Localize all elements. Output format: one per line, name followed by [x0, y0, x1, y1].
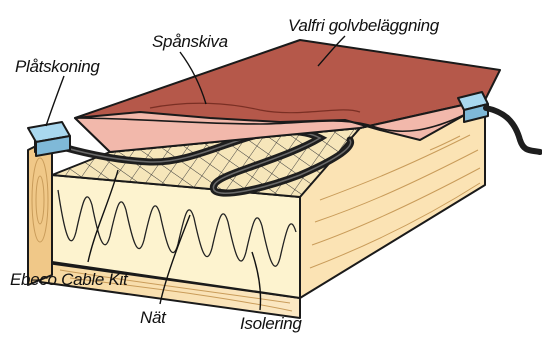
- label-mesh: Nät: [140, 308, 167, 327]
- label-insulation: Isolering: [240, 314, 302, 333]
- label-chipboard: Spånskiva: [152, 32, 228, 51]
- label-flooring: Valfri golvbeläggning: [288, 16, 440, 35]
- cable-exit-right: [486, 108, 540, 152]
- label-sheet-metal-cone: Plåtskoning: [15, 57, 100, 76]
- left-side-board: [28, 138, 52, 285]
- label-cable-kit: Ebeco Cable Kit: [10, 270, 129, 289]
